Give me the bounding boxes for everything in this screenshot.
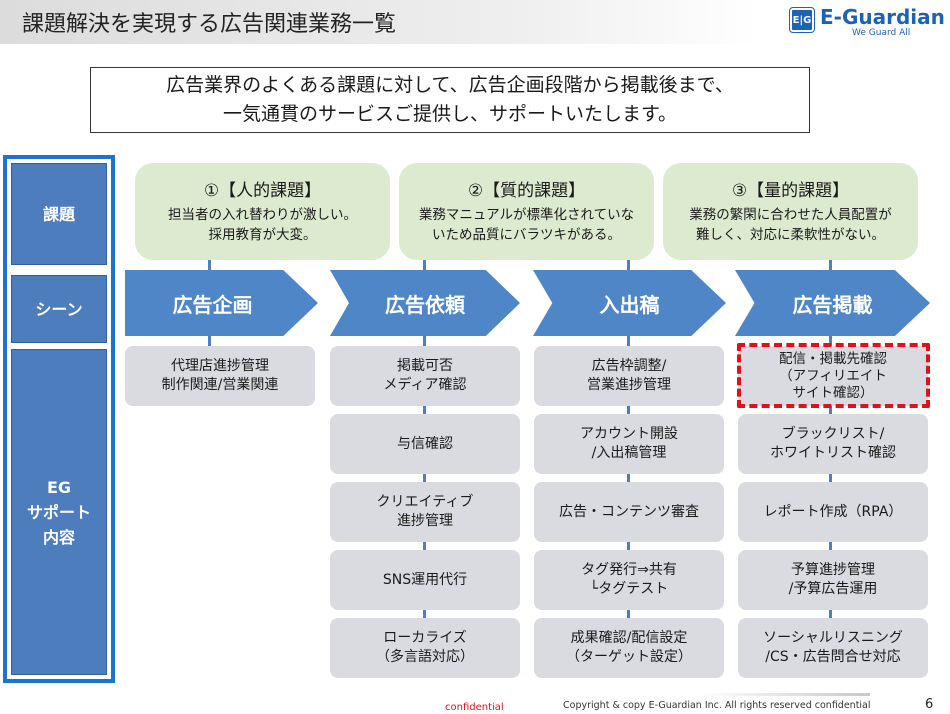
intro-statement: 広告業界のよくある課題に対して、広告企画段階から掲載後まで、 一気通貫のサービス… <box>90 67 810 133</box>
task-credit-check: 与信確認 <box>330 414 520 474</box>
issue-desc-line-1: 業務の繁閑に合わせた人員配置が <box>689 206 892 223</box>
task-results-check: 成果確認/配信設定 （ターゲット設定） <box>534 618 724 678</box>
confidential-label: confidential <box>445 702 504 713</box>
row-label-scene: シーン <box>11 275 107 343</box>
issue-human: ①【人的課題】 担当者の入れ替わりが激しい。 採用教育が大変。 <box>135 163 390 260</box>
task-line-2: （多言語対応） <box>376 649 474 665</box>
task-ad-slot-adjustment: 広告枠調整/ 営業進捗管理 <box>534 346 724 406</box>
task-line-1: 配信・掲載先確認 <box>779 350 887 367</box>
task-line-1: タグ発行⇒共有 <box>581 562 677 578</box>
connector-line <box>208 260 211 272</box>
task-line-1: ローカライズ <box>383 630 467 646</box>
page-title: 課題解決を実現する広告関連業務一覧 <box>22 12 397 37</box>
scene-ad-request: 広告依頼 <box>330 270 520 336</box>
row-label-support-line-2: サポート <box>26 502 91 522</box>
logo-name: E-Guardian <box>820 5 945 29</box>
issue-title: ①【人的課題】 <box>203 180 322 201</box>
issue-quantity: ③【量的課題】 業務の繁閑に合わせた人員配置が 難しく、対応に柔軟性がない。 <box>663 163 918 260</box>
task-line-1: クリエイティブ <box>376 494 474 510</box>
task-line-1: 広告・コンテンツ審査 <box>559 503 699 520</box>
issue-desc-line-1: 担当者の入れ替わりが激しい。 <box>168 206 357 223</box>
logo-mark-icon: E|G <box>789 7 815 33</box>
task-sns-operation: SNS運用代行 <box>330 550 520 610</box>
connector-line <box>423 334 426 624</box>
task-line-2: 営業進捗管理 <box>587 377 671 393</box>
intro-line-2: 一気通貫のサービスご提供し、サポートいたします。 <box>222 103 678 125</box>
task-tag-issuance: タグ発行⇒共有 └タグテスト <box>534 550 724 610</box>
connector-line <box>627 260 630 272</box>
task-line-2: メディア確認 <box>383 377 467 393</box>
task-line-1: 代理店進捗管理 <box>171 358 269 374</box>
connector-line <box>208 334 211 348</box>
issue-desc-line-2: いため品質にバラツキがある。 <box>432 226 621 243</box>
issue-desc-line-1: 業務マニュアルが標準化されていな <box>418 206 635 223</box>
connector-line <box>829 334 832 624</box>
row-label-support-line-3: 内容 <box>42 527 75 547</box>
task-line-2: └タグテスト <box>589 581 669 597</box>
scene-submission: 入出稿 <box>533 270 726 336</box>
connector-line <box>627 334 630 624</box>
task-line-2: （アフィリエイト <box>779 367 887 384</box>
issue-desc-line-2: 採用教育が大変。 <box>208 226 317 243</box>
task-line-1: 成果確認/配信設定 <box>570 630 688 646</box>
issue-desc-line-2: 難しく、対応に柔軟性がない。 <box>696 226 885 243</box>
row-label-support-line-1: EG <box>46 477 72 497</box>
logo-tagline: We Guard All <box>852 28 911 38</box>
issue-quality: ②【質的課題】 業務マニュアルが標準化されていな いため品質にバラツキがある。 <box>399 163 654 260</box>
footer-divider <box>700 693 870 696</box>
task-line-1: 予算進捗管理 <box>791 562 875 578</box>
intro-line-1: 広告業界のよくある課題に対して、広告企画段階から掲載後まで、 <box>166 74 734 96</box>
task-content-review: 広告・コンテンツ審査 <box>534 482 724 542</box>
task-budget-management: 予算進捗管理 /予算広告運用 <box>738 550 928 610</box>
task-blacklist-check: ブラックリスト/ ホワイトリスト確認 <box>738 414 928 474</box>
task-line-1: アカウント開設 <box>580 426 678 442</box>
task-line-2: 進捗管理 <box>397 513 453 529</box>
task-line-2: /入出稿管理 <box>591 445 667 461</box>
task-placement-check: 配信・掲載先確認 （アフィリエイト サイト確認） <box>738 346 928 406</box>
task-ad-approval: 掲載可否 メディア確認 <box>330 346 520 406</box>
company-logo: E|G E-Guardian We Guard All <box>789 5 948 39</box>
row-label-column: 課題 シーン EG サポート 内容 <box>3 155 115 683</box>
task-creative-progress: クリエイティブ 進捗管理 <box>330 482 520 542</box>
highlight-frame <box>737 343 930 408</box>
task-line-1: 広告枠調整/ <box>591 358 667 374</box>
task-localization: ローカライズ （多言語対応） <box>330 618 520 678</box>
task-line-1: ソーシャルリスニング <box>763 630 903 646</box>
task-line-2: 制作関連/営業関連 <box>161 377 279 393</box>
task-line-2: （ターゲット設定） <box>566 649 692 665</box>
issue-title: ③【量的課題】 <box>731 180 850 201</box>
task-line-1: SNS運用代行 <box>382 571 468 588</box>
task-report-creation: レポート作成（RPA） <box>738 482 928 542</box>
page-number: 6 <box>925 697 934 712</box>
task-line-1: 与信確認 <box>397 435 453 452</box>
issue-title: ②【質的課題】 <box>467 180 586 201</box>
copyright-notice: Copyright & copy E-Guardian Inc. All rig… <box>563 700 871 711</box>
task-social-listening: ソーシャルリスニング /CS・広告問合せ対応 <box>738 618 928 678</box>
task-line-3: サイト確認） <box>792 384 874 401</box>
task-line-2: /CS・広告問合せ対応 <box>765 649 901 665</box>
row-label-issues: 課題 <box>11 163 107 265</box>
scene-ad-planning: 広告企画 <box>125 270 318 336</box>
connector-line <box>423 260 426 272</box>
task-line-1: レポート作成（RPA） <box>763 503 903 520</box>
task-line-2: /予算広告運用 <box>788 581 878 597</box>
task-agency-progress: 代理店進捗管理 制作関連/営業関連 <box>125 346 315 406</box>
scene-ad-publishing: 広告掲載 <box>735 270 930 336</box>
connector-line <box>829 260 832 272</box>
task-line-2: ホワイトリスト確認 <box>770 445 896 461</box>
task-account-setup: アカウント開設 /入出稿管理 <box>534 414 724 474</box>
row-label-support: EG サポート 内容 <box>11 349 107 675</box>
task-line-1: 掲載可否 <box>397 358 453 374</box>
task-line-1: ブラックリスト/ <box>781 426 885 442</box>
